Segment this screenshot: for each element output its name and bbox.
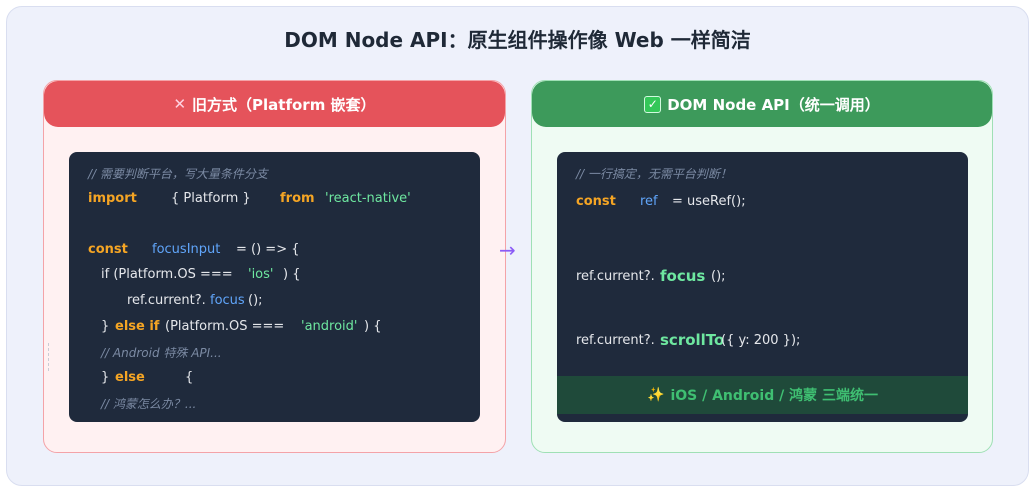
old-code-block: // 需要判断平台，写大量条件分支 import { Platform } from '… (69, 152, 480, 422)
new-approach-title: DOM Node API（统一调用） (667, 95, 880, 114)
code-token: if (Platform.OS === (101, 267, 233, 283)
code-token: ({ y: 200 }); (721, 333, 801, 348)
code-token: = () => { (236, 241, 300, 257)
code-token: else (115, 369, 145, 385)
code-token: ref.current?. (127, 293, 206, 308)
code-token: focusInput (152, 241, 221, 257)
arrow-right-icon: → (499, 238, 516, 262)
dashed-divider (48, 343, 50, 371)
code-token: { (185, 369, 194, 385)
code-token: = useRef(); (672, 194, 746, 209)
code-token: else if (115, 318, 160, 334)
new-code-block: ✨ iOS / Android / 鸿蒙 三端统一 // 一行搞定，无需平台判断… (557, 152, 968, 422)
code-token: from (280, 190, 315, 206)
banner-text: iOS / Android / 鸿蒙 三端统一 (670, 388, 878, 404)
code-token: ref (640, 194, 658, 209)
code-token: // 鸿蒙怎么办？... (101, 397, 197, 412)
code-token: 'android' (301, 318, 358, 334)
code-token: const (576, 194, 616, 209)
code-token: ref.current?. (576, 269, 655, 284)
code-token: 'react-native' (325, 190, 411, 206)
code-token: 'ios' (248, 267, 274, 283)
code-token: // 一行搞定，无需平台判断！ (576, 167, 732, 181)
code-token: // 需要判断平台，写大量条件分支 (88, 167, 268, 181)
code-token: } (101, 318, 110, 334)
code-token: ref.current?. (576, 333, 655, 348)
code-token: scrollTo (660, 331, 725, 349)
code-token: focus (210, 293, 245, 308)
checkmark-icon: ✓ (644, 95, 662, 113)
code-token: ) { (283, 267, 301, 283)
code-token: ) { (364, 318, 382, 334)
new-approach-panel: ✓ DOM Node API（统一调用） ✨ iOS / Android / 鸿… (531, 80, 993, 453)
code-token: const (88, 241, 128, 257)
cross-icon: ✕ (173, 95, 187, 113)
diagram-title: DOM Node API：原生组件操作像 Web 一样简洁 (284, 28, 751, 52)
code-token: (); (711, 269, 726, 284)
old-approach-header: ✕ 旧方式（Platform 嵌套） (44, 81, 505, 127)
cross-platform-banner: ✨ iOS / Android / 鸿蒙 三端统一 (557, 376, 968, 414)
code-token: (Platform.OS === (165, 318, 285, 334)
code-token: focus (660, 267, 706, 285)
code-token: { Platform } (171, 190, 251, 206)
new-approach-header: ✓ DOM Node API（统一调用） (532, 81, 992, 127)
old-approach-panel: ✕ 旧方式（Platform 嵌套） // 需要判断平台，写大量条件分支 impo… (43, 80, 506, 453)
sparkles-icon: ✨ (647, 387, 665, 403)
old-approach-title: 旧方式（Platform 嵌套） (192, 95, 376, 114)
code-token: } (101, 369, 110, 385)
code-token: import (88, 190, 137, 206)
code-token: // Android 特殊 API... (101, 346, 222, 361)
code-token: (); (248, 293, 263, 308)
